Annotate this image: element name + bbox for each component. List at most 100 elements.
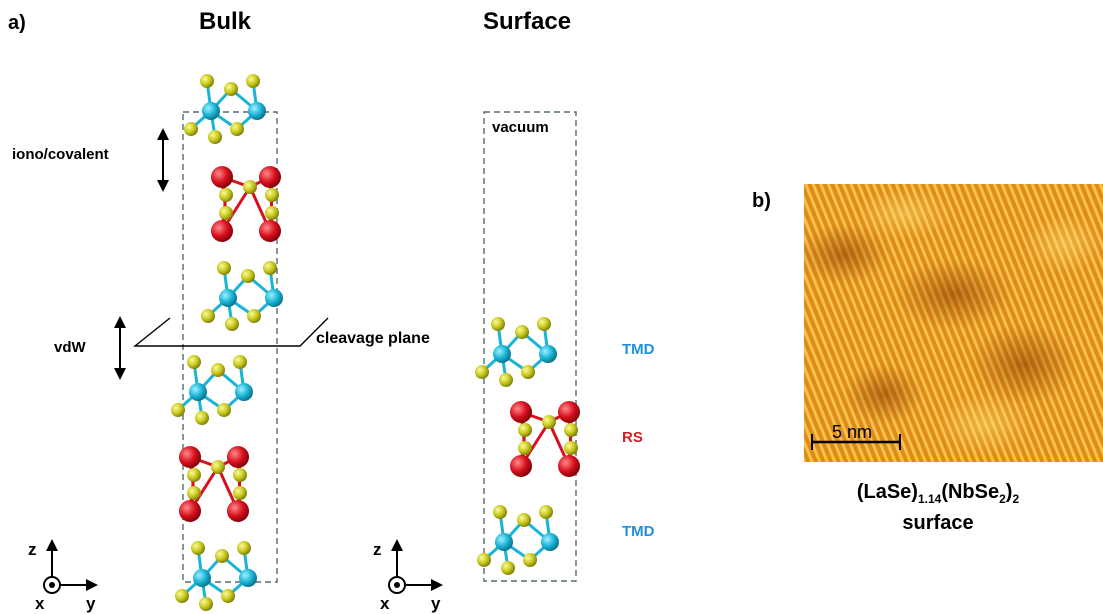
caption-sub2: 2 bbox=[999, 492, 1006, 506]
se-atom bbox=[539, 505, 553, 519]
bulk-axis-z: z bbox=[28, 540, 37, 559]
se-atom bbox=[564, 441, 578, 455]
la-atom bbox=[211, 220, 233, 242]
caption-part2: (NbSe bbox=[941, 481, 1000, 503]
se-atom bbox=[243, 180, 257, 194]
se-atom bbox=[211, 460, 225, 474]
se-atom bbox=[219, 188, 233, 202]
se-atom bbox=[187, 355, 201, 369]
nb-atom bbox=[541, 533, 559, 551]
la-atom bbox=[510, 401, 532, 423]
vdw-label: vdW bbox=[54, 339, 86, 356]
surface-structure bbox=[475, 317, 580, 575]
se-atom bbox=[246, 74, 260, 88]
la-atom bbox=[259, 220, 281, 242]
la-atom bbox=[179, 500, 201, 522]
se-atom bbox=[187, 468, 201, 482]
se-atom bbox=[499, 373, 513, 387]
se-atom bbox=[187, 486, 201, 500]
panel-a-label: a) bbox=[8, 12, 26, 34]
nb-atom bbox=[248, 102, 266, 120]
se-atom bbox=[211, 363, 225, 377]
se-atom bbox=[493, 505, 507, 519]
surface-axis-z: z bbox=[373, 540, 382, 559]
iono-covalent-label: iono/covalent bbox=[12, 146, 109, 163]
se-atom bbox=[171, 403, 185, 417]
se-atom bbox=[219, 206, 233, 220]
bulk-structure bbox=[171, 74, 283, 611]
nb-atom bbox=[265, 289, 283, 307]
se-atom bbox=[241, 269, 255, 283]
la-atom bbox=[179, 446, 201, 468]
nb-atom bbox=[493, 345, 511, 363]
rs-label: RS bbox=[622, 429, 643, 446]
se-atom bbox=[542, 415, 556, 429]
se-atom bbox=[201, 309, 215, 323]
nb-atom bbox=[193, 569, 211, 587]
nb-atom bbox=[189, 383, 207, 401]
nb-atom bbox=[219, 289, 237, 307]
se-atom bbox=[208, 130, 222, 144]
nb-atom bbox=[495, 533, 513, 551]
la-atom bbox=[227, 446, 249, 468]
la-atom bbox=[227, 500, 249, 522]
se-atom bbox=[237, 541, 251, 555]
se-atom bbox=[221, 589, 235, 603]
se-atom bbox=[263, 261, 277, 275]
bulk-axis-y: y bbox=[86, 594, 96, 613]
scale-bar bbox=[811, 434, 901, 450]
surface-axis-x: x bbox=[380, 594, 390, 613]
nb-atom bbox=[202, 102, 220, 120]
panel-b-label: b) bbox=[752, 190, 771, 212]
caption-part3: ) bbox=[1005, 481, 1013, 503]
vacuum-label: vacuum bbox=[492, 119, 549, 136]
la-atom bbox=[211, 166, 233, 188]
se-atom bbox=[230, 122, 244, 136]
la-atom bbox=[510, 455, 532, 477]
se-atom bbox=[518, 441, 532, 455]
tmd-label-top: TMD bbox=[622, 341, 655, 358]
se-atom bbox=[517, 513, 531, 527]
la-atom bbox=[259, 166, 281, 188]
caption-line2: surface bbox=[902, 512, 974, 534]
se-atom bbox=[518, 423, 532, 437]
se-atom bbox=[195, 411, 209, 425]
cleavage-plane bbox=[133, 317, 329, 347]
stm-image bbox=[804, 184, 1103, 462]
se-atom bbox=[233, 468, 247, 482]
se-atom bbox=[200, 74, 214, 88]
se-atom bbox=[233, 486, 247, 500]
la-atom bbox=[558, 455, 580, 477]
se-atom bbox=[215, 549, 229, 563]
se-atom bbox=[501, 561, 515, 575]
se-atom bbox=[224, 82, 238, 96]
se-atom bbox=[491, 317, 505, 331]
se-atom bbox=[475, 365, 489, 379]
se-atom bbox=[477, 553, 491, 567]
se-atom bbox=[184, 122, 198, 136]
se-atom bbox=[564, 423, 578, 437]
se-atom bbox=[191, 541, 205, 555]
surface-axis-y: y bbox=[431, 594, 441, 613]
axes-bulk-icon bbox=[43, 539, 98, 594]
axes-surface-icon bbox=[388, 539, 443, 594]
se-atom bbox=[217, 403, 231, 417]
se-atom bbox=[247, 309, 261, 323]
caption-part1: (LaSe) bbox=[856, 481, 918, 503]
se-atom bbox=[265, 188, 279, 202]
se-atom bbox=[523, 553, 537, 567]
caption-sub1: 1.14 bbox=[917, 492, 942, 506]
nb-atom bbox=[239, 569, 257, 587]
surface-title: Surface bbox=[483, 8, 572, 35]
figure-caption: (LaSe)1.14(NbSe2)2 surface bbox=[838, 480, 1038, 535]
surface-vacuum-cell bbox=[483, 111, 577, 582]
la-atom bbox=[558, 401, 580, 423]
se-atom bbox=[515, 325, 529, 339]
scale-bar-label: 5 nm bbox=[832, 422, 873, 442]
se-atom bbox=[225, 317, 239, 331]
se-atom bbox=[233, 355, 247, 369]
bulk-title: Bulk bbox=[199, 8, 252, 35]
se-atom bbox=[521, 365, 535, 379]
se-atom bbox=[175, 589, 189, 603]
bulk-unit-cell bbox=[182, 111, 278, 583]
